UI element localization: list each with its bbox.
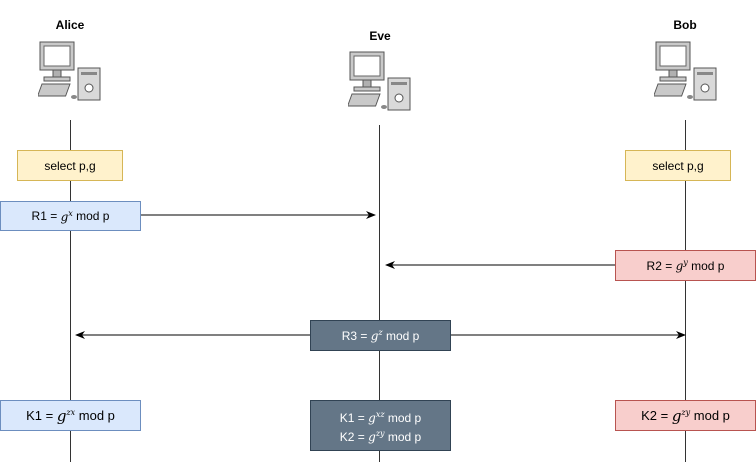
eve-k2-base: g bbox=[368, 429, 376, 444]
actor-alice-label: Alice bbox=[55, 18, 85, 32]
bob-select-box: select p,g bbox=[625, 150, 731, 181]
actor-eve-label: Eve bbox=[369, 29, 391, 43]
r2-exponent: y bbox=[683, 258, 688, 267]
eve-lifeline bbox=[379, 125, 380, 462]
alice-computer-icon bbox=[38, 41, 101, 101]
r3-exponent: z bbox=[378, 328, 383, 337]
r1-formula: gx bbox=[61, 209, 73, 224]
r1-exponent: x bbox=[68, 208, 73, 218]
alice-k1-formula: gzx bbox=[57, 407, 75, 425]
alice-k1-prefix: K1 = bbox=[26, 408, 54, 423]
alice-lifeline bbox=[70, 120, 71, 462]
eve-k1-exponent: xz bbox=[375, 409, 385, 419]
eve-computer-icon bbox=[348, 51, 411, 111]
r3-formula: gz bbox=[371, 328, 383, 343]
eve-keys-box: K1 = gxz mod p K2 = gzy mod p bbox=[310, 400, 451, 451]
bob-k2-prefix: K2 = bbox=[641, 408, 669, 423]
r3-box: R3 = gz mod p bbox=[310, 320, 451, 351]
eve-k2-suffix: mod p bbox=[384, 429, 422, 444]
eve-k2-line: K2 = gzy mod p bbox=[340, 426, 421, 445]
r2-formula: gy bbox=[676, 258, 688, 273]
actor-bob-label: Bob bbox=[673, 18, 697, 32]
bob-k2-box: K2 = gzy mod p bbox=[615, 400, 756, 431]
r2-suffix: mod p bbox=[687, 258, 725, 273]
r2-box: R2 = gy mod p bbox=[615, 250, 756, 281]
eve-k2-exponent: zy bbox=[375, 428, 385, 438]
eve-k1-formula: gxz bbox=[368, 409, 385, 425]
bob-lifeline bbox=[685, 120, 686, 462]
eve-k1-suffix: mod p bbox=[384, 410, 422, 425]
alice-k1-box: K1 = gzx mod p bbox=[0, 400, 141, 431]
r1-prefix: R1 = bbox=[31, 209, 58, 223]
bob-computer-icon bbox=[654, 41, 717, 101]
r1-base: g bbox=[60, 209, 69, 224]
alice-k1-exponent: zx bbox=[66, 407, 76, 417]
bob-k2-exponent: zy bbox=[681, 407, 691, 417]
alice-k1-suffix: mod p bbox=[75, 408, 115, 423]
alice-k1-base: g bbox=[56, 406, 67, 425]
bob-k2-formula: gzy bbox=[672, 407, 690, 425]
bob-k2-suffix: mod p bbox=[690, 408, 730, 423]
eve-k2-formula: gzy bbox=[368, 428, 385, 444]
r1-box: R1 = gx mod p bbox=[0, 201, 141, 231]
eve-k1-base: g bbox=[368, 410, 376, 425]
bob-select-label: select p,g bbox=[652, 158, 704, 173]
eve-k2-prefix: K2 = bbox=[339, 429, 369, 444]
r1-suffix: mod p bbox=[72, 209, 110, 223]
r2-prefix: R2 = bbox=[646, 258, 673, 273]
eve-k1-prefix: K1 = bbox=[339, 410, 369, 425]
r3-suffix: mod p bbox=[382, 328, 420, 343]
r3-prefix: R3 = bbox=[341, 328, 368, 343]
alice-select-box: select p,g bbox=[17, 150, 123, 181]
eve-k1-line: K1 = gxz mod p bbox=[340, 407, 421, 426]
bob-k2-base: g bbox=[671, 406, 682, 425]
r2-base: g bbox=[675, 259, 684, 273]
r3-base: g bbox=[370, 329, 379, 343]
alice-select-label: select p,g bbox=[44, 158, 96, 173]
